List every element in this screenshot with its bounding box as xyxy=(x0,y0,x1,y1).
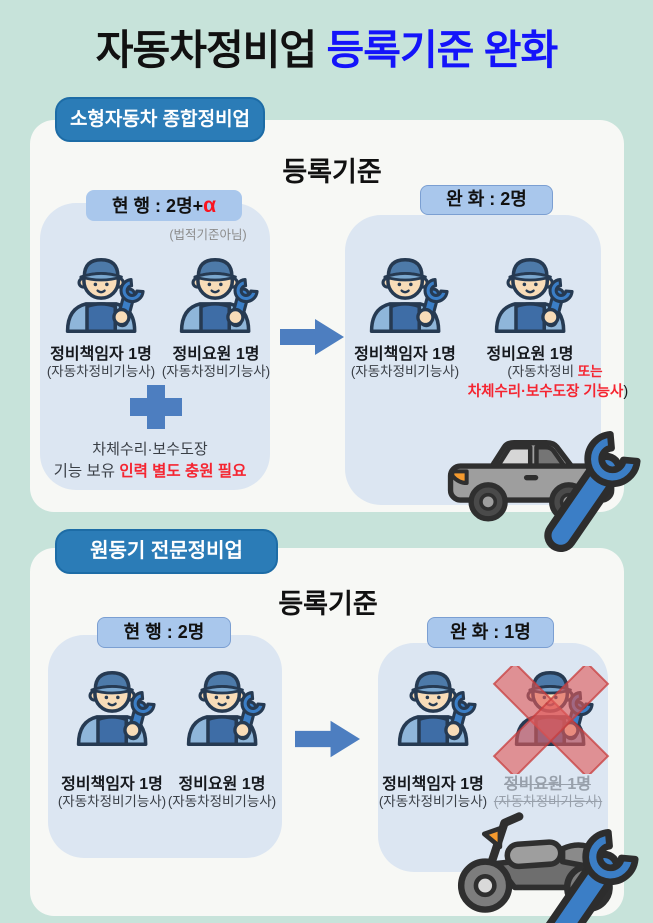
plus-icon xyxy=(130,385,182,429)
section2-before-box xyxy=(48,635,282,858)
cert-close-paren: ) xyxy=(623,384,629,400)
title-blue-part: 등록기준 완화 xyxy=(326,27,559,73)
title-black-part: 자동차정비업 xyxy=(95,27,327,73)
mechanic-icon xyxy=(56,250,148,333)
before-label: 현 행 : 2명+ xyxy=(111,196,204,216)
wrench-icon xyxy=(538,826,652,923)
mechanic-icon xyxy=(485,250,577,333)
section1-after-tag: 완 화 : 2명 xyxy=(420,185,553,215)
section2-title-badge: 원동기 전문정비업 xyxy=(55,529,278,574)
cert-red-body: 차체수리·보수도장 기능사 xyxy=(467,384,624,400)
section2-after-tag: 완 화 : 1명 xyxy=(427,617,554,648)
mechanic-icon xyxy=(170,250,262,333)
worker-role: 정비요원 1명 xyxy=(172,346,260,363)
extra-staff-line1: 차체수리·보수도장 xyxy=(92,441,208,458)
section1-before-box xyxy=(40,203,270,490)
worker-cert: (자동차정비기능사) xyxy=(161,364,271,379)
alpha-symbol: α xyxy=(203,194,217,217)
section2-before-tag: 현 행 : 2명 xyxy=(97,617,231,648)
worker-role: 정비책임자 1명 xyxy=(61,776,163,793)
worker-cert-removed: (자동차정비기능사) xyxy=(493,794,603,809)
worker-role: 정비책임자 1명 xyxy=(382,776,484,793)
mechanic-icon xyxy=(67,663,159,746)
extra-staff-line2: 기능 보유 인력 별도 충원 필요 xyxy=(35,459,265,481)
worker-cert: (자동차정비기능사) xyxy=(167,794,277,809)
cert-red-or: 또는 xyxy=(577,364,603,379)
page-title: 자동차정비업 등록기준 완화 xyxy=(0,16,653,76)
worker-cert: (자동차정비기능사) xyxy=(350,364,460,379)
cert-black: (자동차정비 xyxy=(507,364,578,379)
section1-heading: 등록기준 xyxy=(282,157,382,187)
section1-before-tag: 현 행 : 2명+α xyxy=(86,190,242,221)
section2-heading: 등록기준 xyxy=(278,589,378,619)
mechanic-icon xyxy=(177,663,269,746)
worker-role: 정비책임자 1명 xyxy=(50,346,152,363)
arrow-right-icon xyxy=(295,718,360,760)
worker-cert: (자동차정비기능사) xyxy=(378,794,488,809)
mechanic-icon xyxy=(388,663,480,746)
extra-red: 인력 별도 충원 필요 xyxy=(119,463,247,480)
worker-cert-line2: 차체수리·보수도장 기능사) xyxy=(448,380,648,401)
worker-cert: (자동차정비기능사) xyxy=(46,364,156,379)
worker-role: 정비요원 1명 xyxy=(486,346,574,363)
worker-cert: (자동차정비기능사) xyxy=(57,794,167,809)
wrench-icon xyxy=(540,428,653,552)
cross-out-x-icon xyxy=(492,666,610,774)
not-legal-standard-note: (법적기준아님) xyxy=(169,228,247,242)
worker-role-removed: 정비요원 1명 xyxy=(504,776,591,793)
mechanic-icon xyxy=(360,250,452,333)
extra-black: 기능 보유 xyxy=(53,463,120,480)
worker-cert: (자동차정비 또는 xyxy=(455,360,653,380)
worker-role: 정비요원 1명 xyxy=(178,776,266,793)
section1-title-badge: 소형자동차 종합정비업 xyxy=(55,97,265,142)
worker-role: 정비책임자 1명 xyxy=(354,346,456,363)
